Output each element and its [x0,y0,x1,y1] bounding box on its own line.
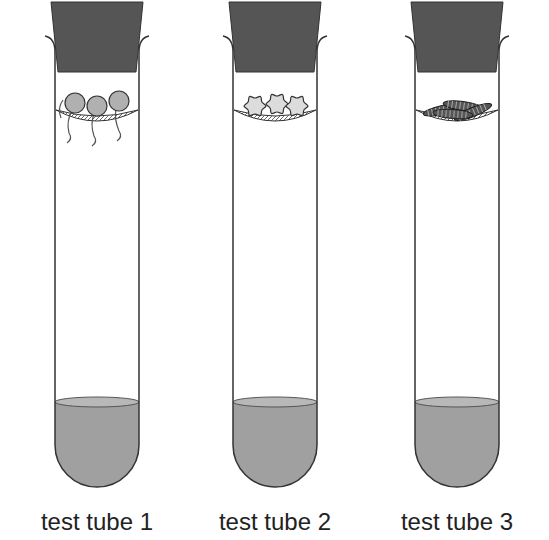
stopper [411,2,503,72]
stopper [51,2,143,72]
tube-label: test tube 3 [401,508,513,536]
test-tube [405,2,509,487]
tube-label: test tube 1 [41,508,153,536]
liquid-surface [415,397,499,407]
maggots [423,99,494,124]
liquid-surface [233,397,317,407]
seeds [244,94,308,115]
tube-wall [223,36,327,487]
liquid-surface [55,397,139,407]
tube-wall [405,36,509,487]
tube-wall [45,36,149,487]
test-tube [45,2,149,487]
stopper [229,2,321,72]
test-tube [223,2,327,487]
tube-label: test tube 2 [219,508,331,536]
germinating-seeds [59,91,129,146]
